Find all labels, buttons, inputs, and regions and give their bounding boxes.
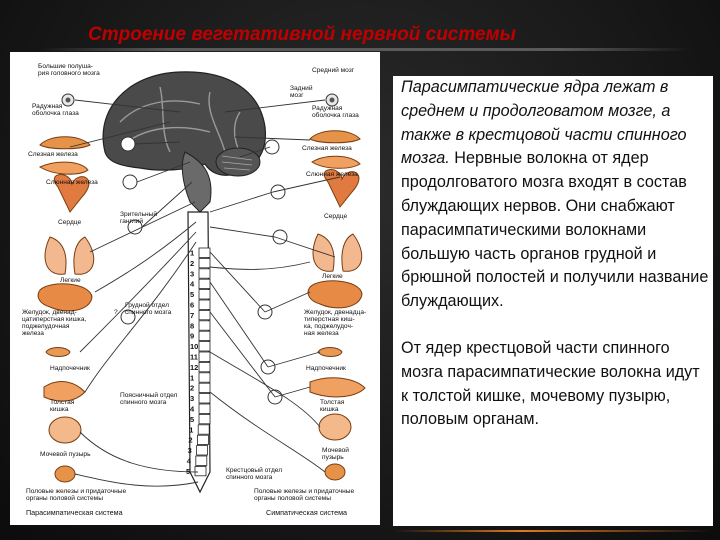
segment-box <box>199 310 210 319</box>
segment-box <box>199 383 210 392</box>
segment-box <box>199 290 210 299</box>
segment-box <box>199 362 210 371</box>
label-heart-right: Сердце <box>324 213 347 220</box>
label-tear-gland-left: Слезная железа <box>28 151 78 158</box>
segment-number: 1 <box>189 425 193 434</box>
label-adrenal-right: Надпочечник <box>306 365 346 372</box>
segment-number: 6 <box>190 301 194 310</box>
label-adrenal-left: Надпочечник <box>50 365 90 372</box>
label-parasympathetic-system: Парасимпатическая система <box>26 508 123 517</box>
description-paragraph-1: Парасимпатические ядра лежат в среднем и… <box>401 76 709 314</box>
label-sympathetic-system: Симпатическая система <box>266 508 347 517</box>
segment-box <box>199 321 210 330</box>
segment-box <box>199 258 210 267</box>
segment-number: 1 <box>190 373 194 382</box>
segment-box <box>199 352 210 361</box>
segment-box <box>196 456 207 465</box>
segment-box <box>199 269 210 278</box>
segment-box <box>199 331 210 340</box>
segment-number: 2 <box>190 384 194 393</box>
label-lungs-left: Легкие <box>60 277 81 284</box>
label-bladder-left: Мочевой пузырь <box>40 450 91 458</box>
description-paragraph-2: От ядер крестцовой части спинного мозга … <box>401 337 709 432</box>
segment-box <box>199 373 210 382</box>
segment-box <box>199 300 210 309</box>
segment-box <box>199 404 210 413</box>
label-heart-left: Сердце <box>58 219 81 226</box>
segment-number: 2 <box>188 436 192 445</box>
segment-number: 9 <box>190 332 194 341</box>
segment-number: 3 <box>190 394 194 403</box>
label-salivary-right: Слюнная железа <box>306 171 358 178</box>
segment-box <box>199 248 210 257</box>
segment-box <box>195 466 206 475</box>
segment-number: 11 <box>190 353 198 362</box>
segment-number: 7 <box>190 311 194 320</box>
segment-box <box>197 435 208 444</box>
label-hemispheres: Большие полуша-рия головного мозга <box>38 63 100 77</box>
segment-box <box>198 425 209 434</box>
segment-number: 5 <box>190 415 194 424</box>
segment-number: 8 <box>190 321 194 330</box>
label-stomach-right: Желудок, двенадца-типерстная киш-ка, под… <box>304 309 366 337</box>
segment-box <box>199 394 210 403</box>
label-question: ? <box>114 309 118 316</box>
segment-box <box>199 414 210 423</box>
description-rest: Нервные волокна от ядер продолговатого м… <box>401 149 708 310</box>
accent-line <box>393 530 713 532</box>
segment-box <box>199 279 210 288</box>
label-midbrain: Средний мозг <box>312 66 355 74</box>
title-divider <box>40 48 690 51</box>
segment-number: 12 <box>190 363 198 372</box>
segment-number: 5 <box>190 290 194 299</box>
description-panel: Парасимпатические ядра лежат в среднем и… <box>393 76 713 526</box>
label-lungs-right: Легкие <box>322 273 343 280</box>
label-tear-gland-right: Слезная железа <box>302 145 352 152</box>
segment-number: 2 <box>190 259 194 268</box>
segment-number: 3 <box>188 446 192 455</box>
label-salivary-left: Слюнная железа <box>46 179 98 186</box>
segment-box <box>199 342 210 351</box>
segment-number: 10 <box>190 342 198 351</box>
segment-number: 3 <box>190 269 194 278</box>
slide-title: Строение вегетативной нервной системы <box>88 24 516 46</box>
segment-box <box>197 446 208 455</box>
label-stomach-left: Желудок, двенад-цатиперстная кишка,подже… <box>22 309 86 337</box>
